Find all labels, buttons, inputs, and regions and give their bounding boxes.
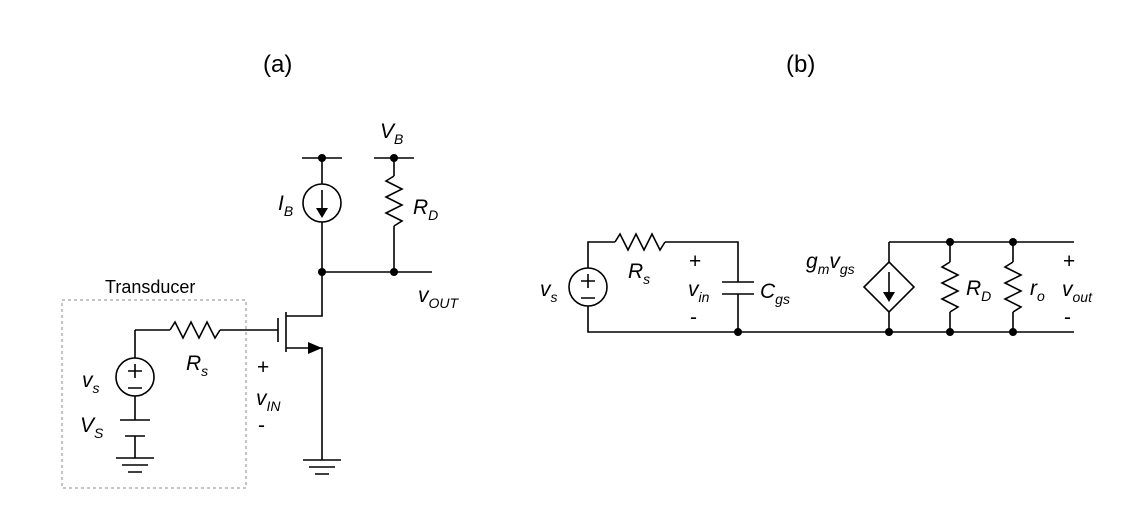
ro-resistor bbox=[1003, 242, 1023, 332]
vs-label-b: vs bbox=[540, 278, 558, 305]
rd-resistor-a bbox=[374, 154, 414, 272]
vout-minus-b: - bbox=[1064, 306, 1071, 329]
vin-plus-a: + bbox=[257, 356, 269, 379]
panel-b: (b) vs Rs + vin - Cgs gmvgs bbox=[540, 51, 1093, 336]
transducer-box bbox=[61, 299, 247, 489]
vs-battery bbox=[120, 419, 150, 437]
rs-resistor bbox=[169, 320, 221, 340]
vin-minus-b: - bbox=[690, 306, 697, 329]
ro-label: ro bbox=[1030, 277, 1045, 304]
vout-plus-b: + bbox=[1063, 250, 1075, 273]
gm-dependent-source bbox=[862, 260, 916, 314]
rd-resistor-b bbox=[940, 242, 960, 332]
VS-label: VS bbox=[80, 414, 104, 441]
ground-right bbox=[303, 459, 341, 475]
ground-left bbox=[116, 457, 154, 473]
RD-label-b: RD bbox=[966, 277, 991, 304]
vout-label-a: vOUT bbox=[418, 284, 460, 311]
vin-label-b: vin bbox=[688, 278, 710, 305]
vs-label-a: vs bbox=[82, 369, 100, 396]
output-rails bbox=[738, 241, 1074, 333]
panel-a: (a) Transducer vs VS Rs + vIN - bbox=[61, 51, 460, 489]
input-loop bbox=[587, 241, 739, 333]
IB-label: IB bbox=[278, 192, 293, 219]
output-node-a bbox=[318, 268, 432, 276]
junction-dots-b bbox=[885, 238, 1017, 336]
VB-label: VB bbox=[380, 120, 403, 147]
nmos-transistor bbox=[277, 272, 323, 460]
panel-a-title: (a) bbox=[263, 51, 292, 78]
Cgs-label: Cgs bbox=[760, 280, 790, 307]
cgs-capacitor bbox=[722, 281, 754, 295]
Rs-label-b: Rs bbox=[628, 260, 650, 287]
gm-vgs-label: gmvgs bbox=[806, 250, 855, 277]
vin-label-a: vIN bbox=[256, 387, 281, 414]
transducer-label: Transducer bbox=[105, 277, 195, 297]
rs-resistor-b bbox=[614, 232, 666, 252]
vs-source-b bbox=[568, 267, 608, 307]
vs-source bbox=[115, 357, 155, 397]
vin-plus-b: + bbox=[689, 250, 701, 273]
RD-label-a: RD bbox=[413, 196, 438, 223]
Rs-label-a: Rs bbox=[186, 352, 208, 379]
panel-b-title: (b) bbox=[786, 51, 815, 78]
ib-current-source bbox=[302, 154, 342, 272]
vout-label-b: vout bbox=[1062, 278, 1093, 305]
vin-minus-a: - bbox=[258, 414, 265, 437]
